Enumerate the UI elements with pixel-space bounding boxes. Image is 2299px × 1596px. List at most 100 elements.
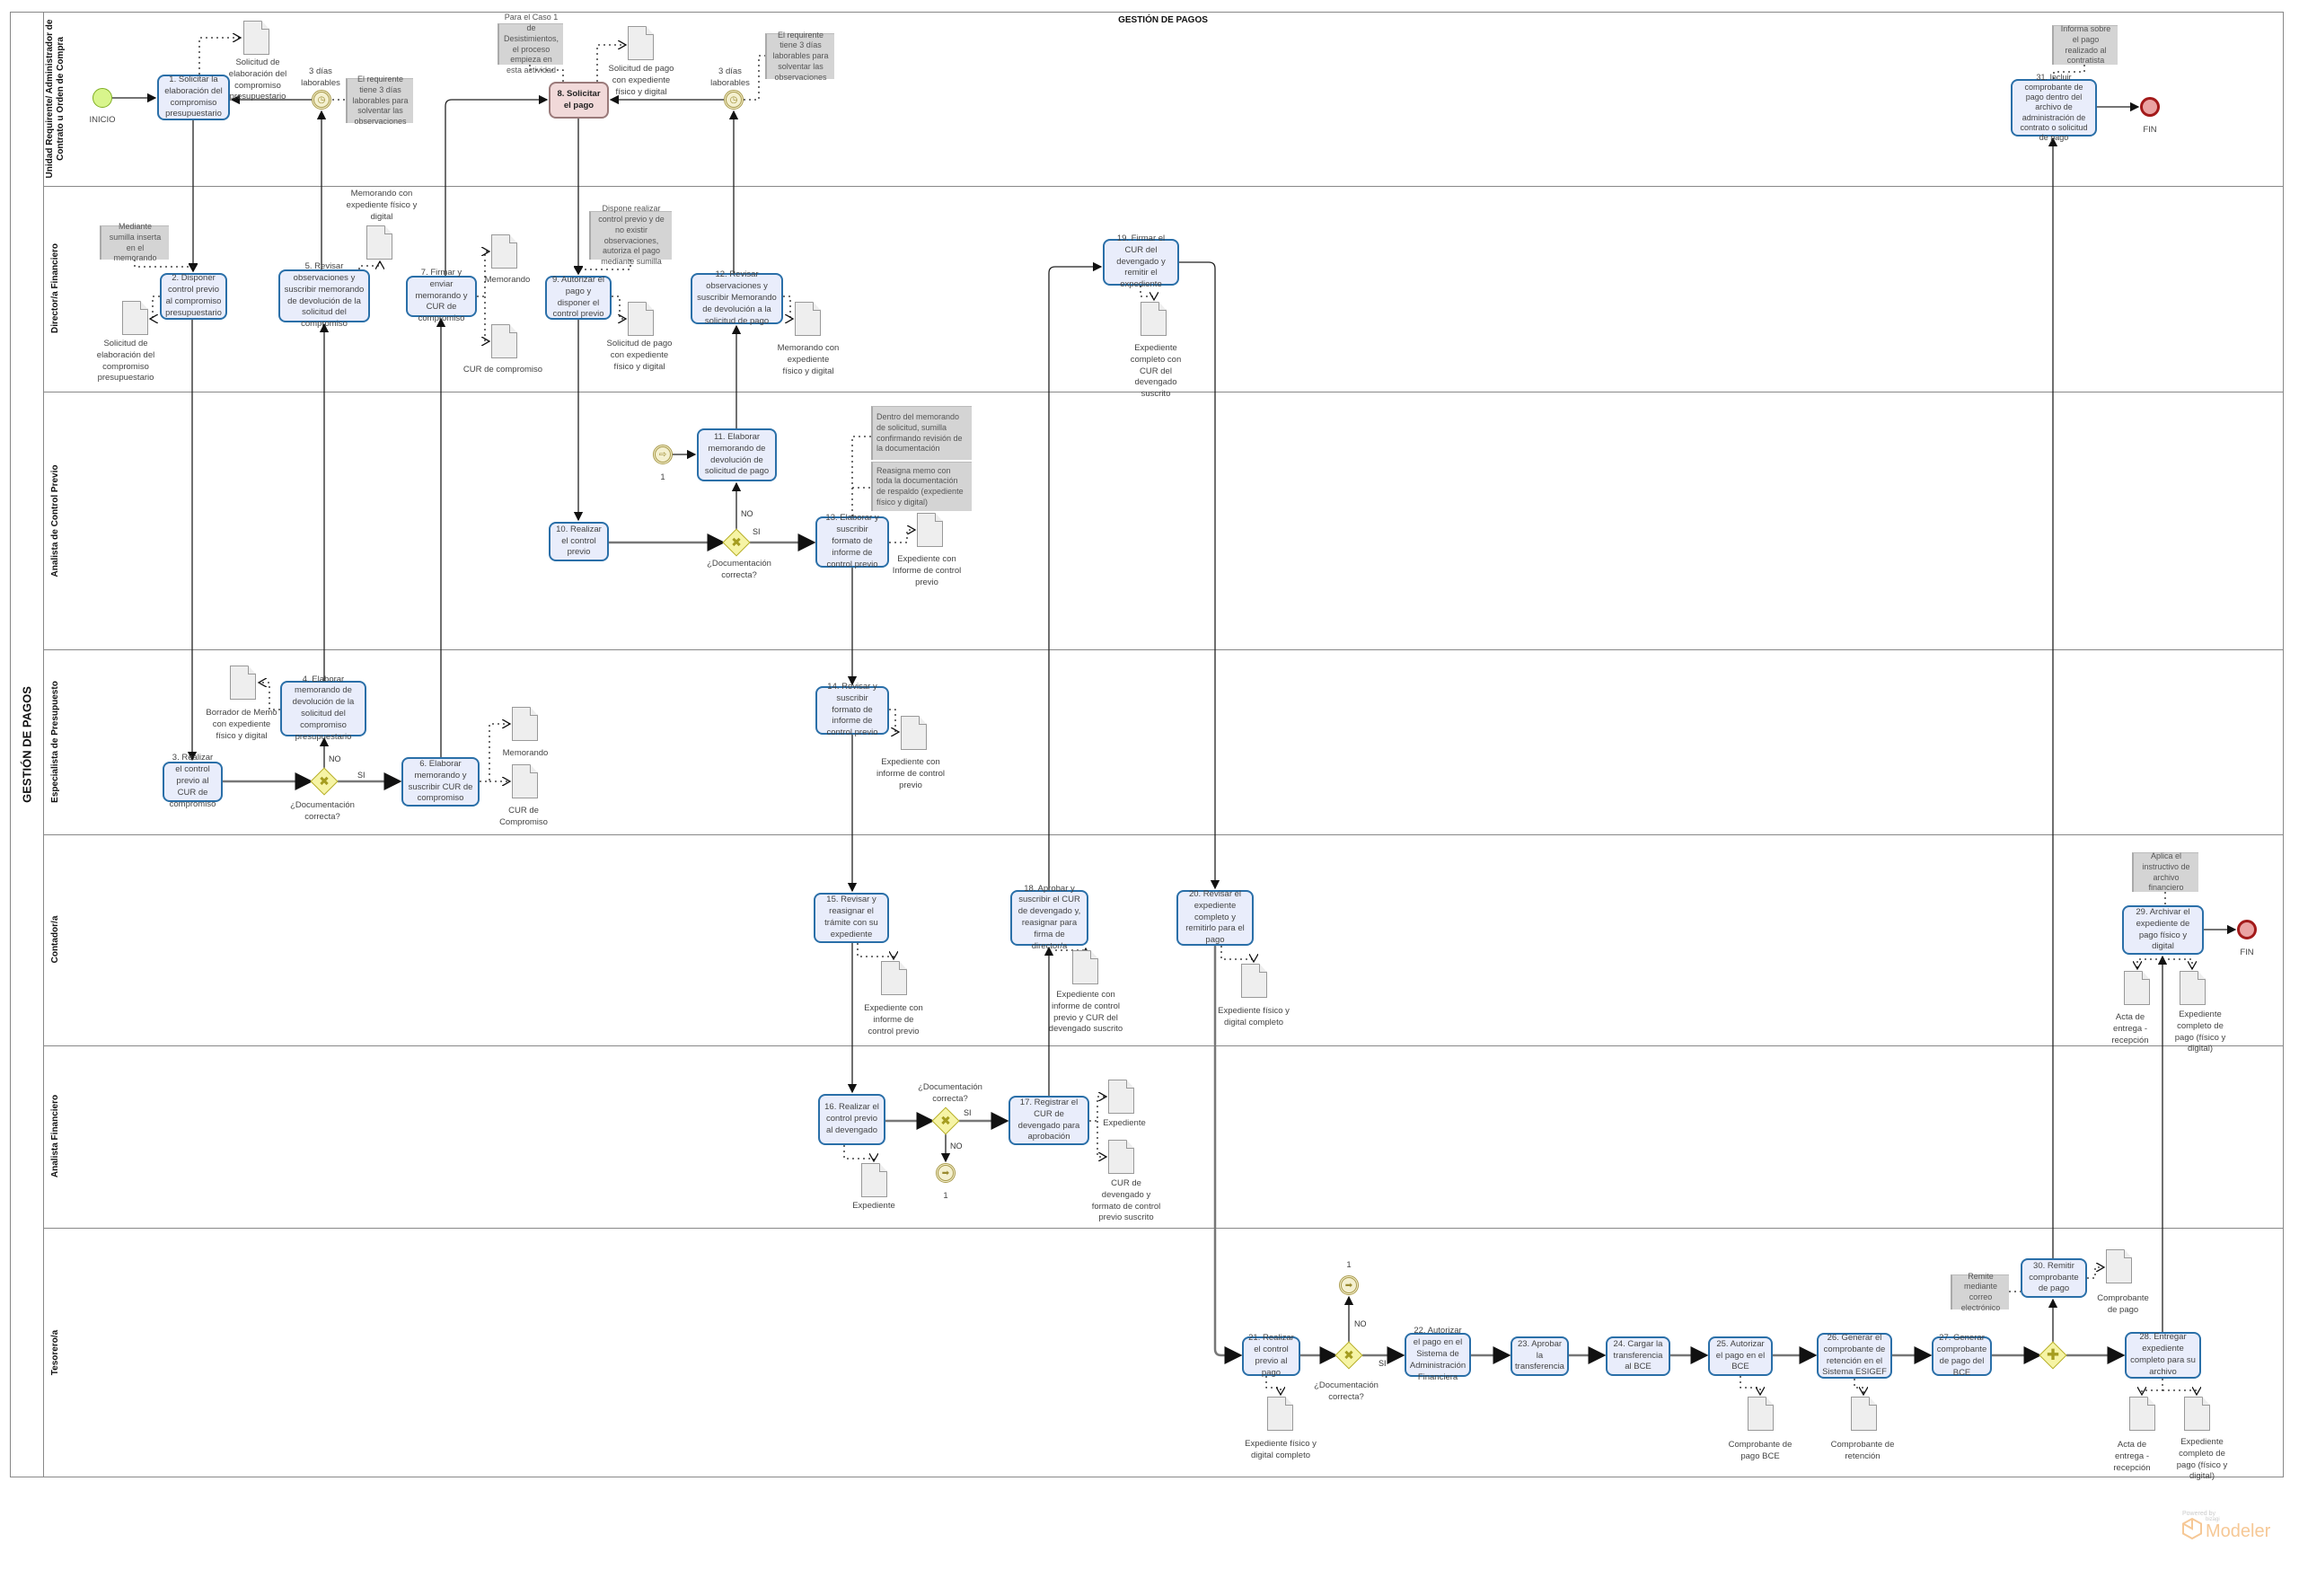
document-icon[interactable] — [628, 26, 654, 60]
task-31[interactable]: 31. Incluir comprobante de pago dentro d… — [2011, 73, 2097, 142]
document-icon[interactable] — [1241, 964, 1267, 998]
link-throw-event-icon[interactable]: ➡ — [936, 1163, 956, 1183]
annotation[interactable]: Aplica el instructivo de archivo financi… — [2132, 851, 2198, 892]
task-label: 30. Remitir comprobante de pago — [2029, 1260, 2079, 1294]
task-3[interactable]: 3. Realizar el control previo al CUR de … — [163, 753, 223, 809]
task-26[interactable]: 26. Generar el comprobante de retención … — [1817, 1333, 1892, 1379]
task-17[interactable]: 17. Registrar el CUR de devengado para a… — [1009, 1096, 1089, 1145]
document-icon[interactable] — [1748, 1397, 1774, 1431]
task-2[interactable]: 2. Disponer control previo al compromiso… — [160, 273, 227, 320]
document-label: Expediente — [852, 1201, 895, 1211]
annotation[interactable]: Informa sobre el pago realizado al contr… — [2052, 24, 2118, 65]
document-icon[interactable] — [795, 302, 821, 336]
start-event-label: INICIO — [89, 115, 116, 125]
task-9[interactable]: 9. Autorizar el pago y disponer el contr… — [545, 274, 612, 320]
document-icon[interactable] — [1141, 302, 1167, 336]
task-20[interactable]: 20. Revisar el expediente completo y rem… — [1176, 889, 1254, 946]
task-29[interactable]: 29. Archivar el expediente de pago físic… — [2122, 905, 2204, 955]
task-10[interactable]: 10. Realizar el control previo — [549, 522, 609, 561]
document-icon[interactable] — [901, 716, 927, 750]
flow-label-yes: SI — [1379, 1359, 1387, 1368]
document-label: Solicitud de pago con expediente físico … — [606, 339, 673, 372]
task-25[interactable]: 25. Autorizar el pago en el BCE — [1708, 1336, 1773, 1376]
task-label: 14. Revisar y suscribir formato de infor… — [826, 681, 878, 738]
task-11[interactable]: 11. Elaborar memorando de devolución de … — [697, 428, 777, 481]
task-5[interactable]: 5. Revisar observaciones y suscribir mem… — [278, 261, 370, 329]
document-icon[interactable] — [2129, 1397, 2155, 1431]
document-icon[interactable] — [1072, 950, 1098, 984]
annotation[interactable]: Remite mediante correo electrónico — [1951, 1272, 2009, 1312]
task-8[interactable]: 8. Solicitar el pago — [549, 82, 609, 119]
document-icon[interactable] — [1851, 1397, 1877, 1431]
task-18[interactable]: 18. Aprobar y suscribir el CUR de deveng… — [1010, 884, 1088, 951]
document-icon[interactable] — [2184, 1397, 2210, 1431]
document-icon[interactable] — [366, 225, 392, 260]
end-event[interactable] — [2140, 97, 2160, 117]
document-icon[interactable] — [628, 302, 654, 336]
document-icon[interactable] — [122, 301, 148, 335]
document-icon[interactable] — [491, 324, 517, 358]
document-icon[interactable] — [2124, 971, 2150, 1005]
task-4[interactable]: 4. Elaborar memorando de devolución de l… — [280, 675, 366, 742]
end-event-label: FIN — [2240, 948, 2254, 957]
task-14[interactable]: 14. Revisar y suscribir formato de infor… — [815, 682, 889, 737]
start-event[interactable] — [92, 88, 112, 108]
document-label: Acta de entrega - recepción — [2113, 1440, 2151, 1473]
document-icon[interactable] — [1108, 1140, 1134, 1174]
document-label: Memorando con expediente físico y digita… — [346, 189, 418, 222]
document-icon[interactable] — [2180, 971, 2206, 1005]
document-icon[interactable] — [512, 707, 538, 741]
document-icon[interactable] — [512, 764, 538, 798]
link-catch-event-icon[interactable]: ⇨ — [653, 445, 673, 464]
document-icon[interactable] — [881, 961, 907, 995]
task-label: 16. Realizar el control previo al deveng… — [824, 1102, 879, 1135]
end-event[interactable] — [2237, 920, 2257, 939]
task-27[interactable]: 27. Generar comprobante de pago del BCE — [1932, 1333, 1992, 1378]
task-16[interactable]: 16. Realizar el control previo al deveng… — [818, 1094, 885, 1145]
task-label: 15. Revisar y reasignar el trámite con s… — [824, 895, 878, 939]
document-icon[interactable] — [491, 234, 517, 269]
annotation[interactable]: Reasigna memo con toda la documentación … — [871, 462, 972, 511]
link-throw-event-icon[interactable]: ➡ — [1339, 1275, 1359, 1295]
task-30[interactable]: 30. Remitir comprobante de pago — [2021, 1258, 2087, 1298]
task-1[interactable]: 1. Solicitar la elaboración del compromi… — [157, 75, 230, 120]
annotation[interactable]: El requirente tiene 3 días laborables pa… — [346, 75, 413, 126]
annotation[interactable]: Mediante sumilla inserta en el memorando — [100, 222, 169, 262]
diagram-title: GESTIÓN DE PAGOS — [1118, 15, 1208, 25]
task-label: 19. Firmar el CUR del devengado y remiti… — [1116, 233, 1166, 290]
annotation[interactable]: El requirente tiene 3 días laborables pa… — [765, 31, 834, 82]
task-label: 9. Autorizar el pago y disponer el contr… — [551, 274, 605, 320]
task-label: 4. Elaborar memorando de devolución de l… — [292, 674, 355, 742]
timer-event-clock-icon[interactable]: ◷ — [724, 90, 744, 110]
task-24[interactable]: 24. Cargar la transferencia al BCE — [1606, 1336, 1670, 1376]
task-23[interactable]: 23. Aprobar la transferencia — [1511, 1336, 1569, 1376]
task-15[interactable]: 15. Revisar y reasignar el trámite con s… — [814, 893, 889, 943]
task-21[interactable]: 21. Realizar el control previo al pago — [1242, 1333, 1300, 1378]
annotation[interactable]: Para el Caso 1 de Desistimientos, el pro… — [498, 13, 563, 75]
task-13[interactable]: 13. Elaborar y suscribir formato de info… — [815, 513, 889, 569]
plus-icon: ✚ — [2046, 1346, 2060, 1363]
document-icon[interactable] — [1267, 1397, 1293, 1431]
task-19[interactable]: 19. Firmar el CUR del devengado y remiti… — [1103, 234, 1179, 289]
task-12[interactable]: 12. Revisar observaciones y suscribir Me… — [691, 269, 783, 326]
task-label: 31. Incluir comprobante de pago dentro d… — [2020, 72, 2088, 143]
document-icon[interactable] — [230, 666, 256, 700]
document-icon[interactable] — [243, 21, 269, 55]
document-icon[interactable] — [1108, 1080, 1134, 1114]
document-label: Expediente completo de pago (físico y di… — [2174, 1010, 2226, 1054]
document-label: Expediente — [1103, 1118, 1146, 1128]
document-icon[interactable] — [917, 513, 943, 547]
gateway-label: ¿Documentación correcta? — [707, 559, 771, 580]
task-22[interactable]: 22. Autorizar el pago en el Sistema de A… — [1405, 1326, 1471, 1382]
annotation[interactable]: Dispone realizar control previo y de no … — [589, 204, 672, 266]
powered-by-text: Powered by — [2182, 1511, 2215, 1517]
lane-divider — [44, 834, 2284, 835]
document-icon[interactable] — [861, 1163, 887, 1197]
task-7[interactable]: 7. Firmar y enviar memorando y CUR de co… — [406, 268, 477, 323]
timer-event-clock-icon[interactable]: ◷ — [312, 90, 331, 110]
task-6[interactable]: 6. Elaborar memorando y suscribir CUR de… — [401, 757, 480, 807]
document-icon[interactable] — [2106, 1249, 2132, 1283]
document-label: Expediente físico y digital completo — [1218, 1006, 1290, 1027]
task-28[interactable]: 28. Entregar expediente completo para su… — [2125, 1332, 2201, 1379]
annotation[interactable]: Dentro del memorando de solicitud, sumil… — [871, 406, 972, 460]
